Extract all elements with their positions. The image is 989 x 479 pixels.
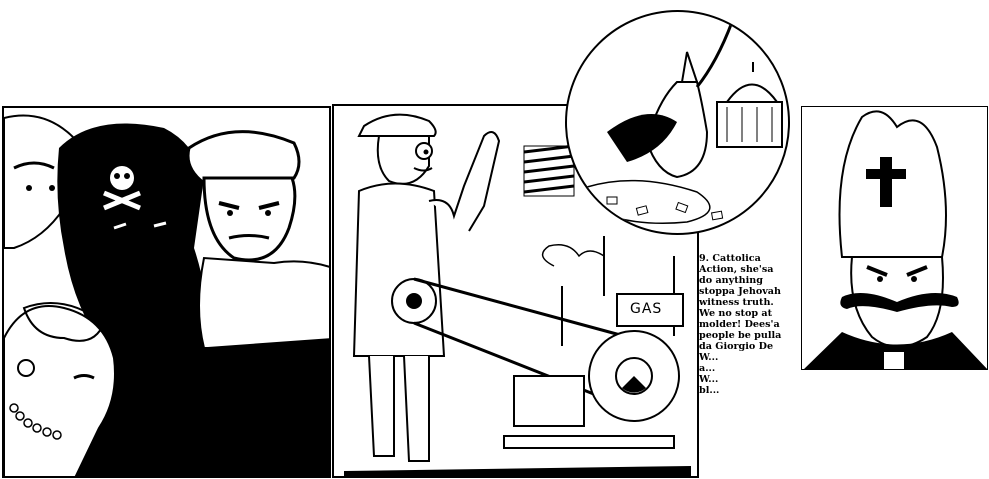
panel-1-illustration xyxy=(4,114,329,476)
panel-4-illustration xyxy=(804,110,987,369)
flag-icon xyxy=(523,144,575,197)
comic-panel-3-circular xyxy=(565,10,790,235)
comic-panel-1 xyxy=(2,106,331,478)
skull-and-crossbones-icon xyxy=(103,166,141,211)
comic-panel-4 xyxy=(801,106,988,370)
panel-2-illustration xyxy=(344,113,691,476)
gas-sign-label: GAS xyxy=(630,301,663,317)
cross-icon xyxy=(866,157,906,207)
caption-text: 9. Cattolica Action, she'sa do anything … xyxy=(699,253,782,396)
panel-3-illustration xyxy=(585,21,783,224)
